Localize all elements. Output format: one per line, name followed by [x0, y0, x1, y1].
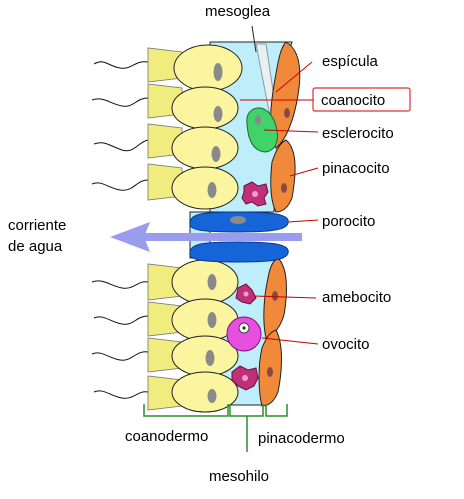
pointer-line-porocito: [287, 219, 319, 223]
pointer-line-mesoglea: [251, 25, 257, 53]
flagellum: [93, 61, 149, 69]
pointer-lines: [240, 25, 319, 345]
layer-brackets: [143, 404, 288, 452]
porocyte: [189, 211, 289, 263]
bracket-mesohilo: [229, 404, 264, 417]
pointer-line-esclerocito: [263, 129, 319, 133]
label-ovocito: ovocito: [322, 336, 370, 353]
label-amebocito: amebocito: [322, 289, 391, 306]
choanocyte-nucleus: [207, 312, 217, 328]
coanocito-highlight-box: [312, 87, 411, 112]
choanocyte: [171, 86, 239, 130]
oocyte: [226, 316, 262, 352]
flagellum: [91, 351, 149, 361]
pinacocytes: [258, 41, 301, 407]
pointer-line-pinacocito: [289, 167, 319, 177]
pinacocyte-nucleus: [284, 108, 290, 118]
flagellum: [93, 315, 149, 325]
choanocyte-nucleus: [213, 106, 223, 122]
arrow-shaft: [142, 233, 302, 241]
choanocyte: [171, 335, 239, 377]
flagellum: [91, 179, 149, 191]
label-corriente-line2: de agua: [8, 238, 63, 255]
arrow-head: [110, 222, 150, 252]
oocyte-nucleolus: [242, 326, 246, 330]
bracket-pinacodermo: [265, 404, 288, 417]
choanocyte: [173, 44, 243, 92]
choanocyte-nucleus: [205, 350, 215, 366]
choanocyte-nucleus: [207, 274, 217, 290]
sclerocyte-nucleus: [255, 115, 261, 125]
choanocyte-nucleus: [207, 182, 217, 198]
pinacocyte-nucleus: [272, 291, 278, 301]
label-corriente-line1: corriente: [8, 217, 66, 234]
flagellum: [91, 280, 149, 289]
label-espicula: espícula: [322, 53, 379, 70]
flagellum: [93, 390, 149, 399]
water-current-arrow: [110, 222, 302, 252]
amoebocyte-nucleus: [252, 191, 258, 197]
amoebocyte-nucleus: [242, 375, 248, 381]
pinacocyte: [270, 139, 296, 213]
porocyte-lower: [189, 241, 289, 263]
choanocyte: [171, 371, 239, 413]
pointer-line-espicula: [275, 61, 313, 93]
pinacocyte: [270, 41, 301, 149]
choanocyte-nucleus: [211, 146, 221, 162]
amoebocyte-nucleus: [243, 291, 249, 297]
choanocyte-nucleus: [207, 389, 217, 403]
flagellum: [93, 139, 149, 152]
choanocytes: [171, 44, 243, 413]
flagella: [91, 61, 149, 399]
label-porocito: porocito: [322, 213, 375, 230]
pointer-line-amebocito: [253, 295, 317, 299]
bracket-coanodermo: [143, 404, 229, 417]
pinacocyte-nucleus: [281, 183, 287, 193]
sclerocyte: [246, 107, 279, 153]
pinacocyte-nucleus: [267, 367, 273, 377]
label-pinacodermo: pinacodermo: [258, 430, 345, 447]
choanocyte: [171, 166, 239, 210]
label-mesohilo: mesohilo: [209, 468, 269, 485]
label-mesoglea: mesoglea: [205, 3, 271, 20]
label-pinacocito: pinacocito: [322, 160, 390, 177]
label-coanodermo: coanodermo: [125, 428, 208, 445]
choanocyte: [171, 126, 239, 170]
label-esclerocito: esclerocito: [322, 125, 394, 142]
pointer-line-ovocito: [261, 337, 319, 345]
choanocyte: [171, 259, 239, 305]
flagellum: [91, 97, 149, 107]
porocyte-nucleus: [230, 216, 246, 224]
label-coanocito: coanocito: [321, 92, 385, 109]
choanocyte-nucleus: [213, 63, 223, 81]
